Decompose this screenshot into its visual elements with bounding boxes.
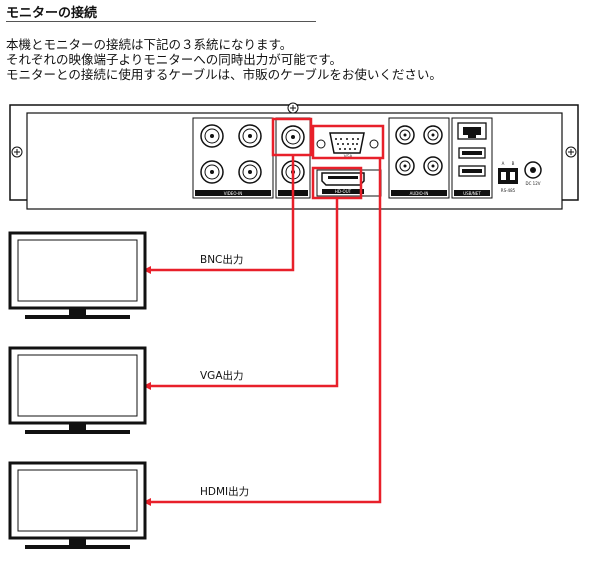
usb-port-icon [458, 147, 486, 159]
vga-output-label: VGA出力 [200, 369, 244, 382]
rs485-label: RS-485 [501, 188, 516, 193]
bnc-connector-icon [238, 124, 262, 148]
audio-in-label: AUDIO-IN [410, 191, 429, 196]
bnc-connector-icon [238, 160, 262, 184]
svg-text:A: A [502, 161, 505, 166]
ethernet-port-icon [457, 122, 487, 140]
video-in-block: VIDEO-IN [192, 117, 274, 199]
monitor-icon [8, 231, 147, 319]
title-underline [6, 21, 316, 22]
vga-port-icon [329, 132, 365, 154]
rs485-block: A B RS-485 [498, 161, 518, 193]
rear-panel: VIDEO-IN VGA HD-OUT [9, 102, 579, 210]
rca-connector-icon [423, 125, 443, 145]
vga-block: VGA [316, 132, 379, 159]
intro-line-3: モニターとの接続に使用するケーブルは、市販のケーブルをお使いください。 [6, 67, 442, 82]
monitor-icon [8, 461, 147, 549]
dc-block: DC 12V [524, 161, 542, 186]
bnc-output-label: BNC出力 [200, 253, 243, 266]
section-title: モニターの接続 [6, 6, 98, 21]
usb-net-label: USB/NET [463, 191, 481, 196]
vga-highlight [311, 124, 385, 160]
bnc-cable [143, 155, 295, 274]
hdmi-cable [143, 158, 382, 506]
intro-line-2: それぞれの映像端子よりモニターへの同時出力が可能です。 [6, 52, 343, 67]
screw-right-icon [565, 146, 577, 158]
usb-net-block: USB/NET [451, 117, 493, 199]
rca-connector-icon [395, 156, 415, 176]
svg-text:B: B [512, 161, 515, 166]
hdmi-output-label: HDMI出力 [200, 485, 249, 498]
bnc-out-connector-icon [281, 125, 305, 149]
screw-top-icon [287, 102, 299, 114]
hd-out-label: HD-OUT [335, 189, 352, 194]
audio-in-block: AUDIO-IN [388, 117, 450, 199]
usb-port-icon [458, 165, 486, 177]
intro-text: 本機とモニターの接続は下記の３系統になります。 それぞれの映像端子よりモニターへ… [6, 37, 442, 82]
rca-connector-icon [395, 125, 415, 145]
dc-label: DC 12V [526, 181, 541, 186]
bnc-connector-icon [200, 160, 224, 184]
rca-connector-icon [423, 156, 443, 176]
bnc-connector-icon [200, 124, 224, 148]
screw-left-icon [11, 146, 23, 158]
video-in-label: VIDEO-IN [224, 191, 242, 196]
vga-cable [143, 198, 339, 390]
vga-label: VGA [344, 154, 353, 159]
intro-line-1: 本機とモニターの接続は下記の３系統になります。 [6, 37, 293, 52]
monitor-icon [8, 346, 147, 434]
hd-out-block: HD-OUT [316, 169, 382, 197]
